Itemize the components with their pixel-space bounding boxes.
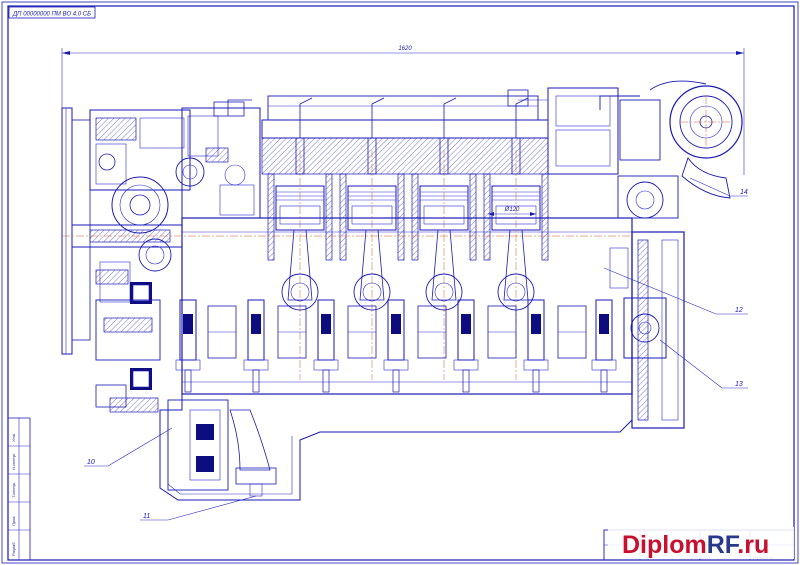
cylinder-unit (339, 97, 405, 380)
main-bearing (591, 299, 617, 393)
cylinder-unit (267, 97, 333, 380)
side-strip-label-3: Т.контр. (11, 482, 16, 498)
designation-stamp: ДП 00000000 ПМ ВО 4.0 СБ (8, 6, 96, 19)
main-bearing (523, 299, 549, 393)
main-bearing (383, 299, 409, 393)
callout-12: 12 (735, 307, 743, 314)
cylinder-unit (411, 97, 477, 380)
turbocharger (599, 80, 743, 199)
callout-11: 11 (143, 513, 150, 520)
overall-dimension: 1620 (61, 46, 745, 175)
side-strip-label-4: Н.контр. (11, 453, 16, 470)
crankshaft-group (175, 299, 617, 393)
watermark-logo: DiplomRF.ru (608, 527, 794, 559)
cylinders-group (267, 97, 549, 380)
side-strip-label-1: Разраб. (11, 542, 16, 556)
crank-web (417, 305, 447, 359)
main-bearing (243, 299, 269, 393)
watermark-part-1: Diplom (622, 531, 707, 559)
crank-web (487, 305, 517, 359)
crank-web (347, 305, 377, 359)
designation-text: ДП 00000000 ПМ ВО 4.0 СБ (12, 12, 91, 18)
side-strip-label-2: Пров. (11, 515, 16, 526)
callout-10: 10 (87, 459, 95, 466)
fan-assembly (61, 107, 191, 413)
watermark-part-2: RF (707, 531, 740, 559)
main-bearing (313, 299, 339, 393)
callout-13: 13 (735, 381, 743, 388)
main-bearing (453, 299, 479, 393)
overall-dimension-value: 1620 (398, 46, 412, 52)
side-strip: Разраб. Пров. Т.контр. Н.контр. Утв. (8, 417, 31, 560)
cylinder-head-row (261, 95, 549, 175)
cylinder-unit (483, 97, 549, 380)
svg-text:DiplomRF.ru: DiplomRF.ru (622, 531, 769, 559)
main-bearing (175, 299, 201, 393)
timing-case (175, 99, 261, 219)
crank-web (557, 305, 587, 359)
callout-14: 14 (740, 189, 748, 196)
callouts: 14 12 13 10 11 (84, 177, 748, 521)
side-strip-label-5: Утв. (11, 433, 16, 442)
bore-dimension-value: Ø120 (504, 207, 520, 213)
bore-dimension: Ø120 (488, 207, 536, 216)
flywheel-housing (609, 175, 685, 429)
oil-sump (159, 394, 633, 501)
watermark-part-3: .ru (737, 531, 769, 559)
crank-web (277, 305, 307, 359)
crank-web (207, 305, 237, 359)
